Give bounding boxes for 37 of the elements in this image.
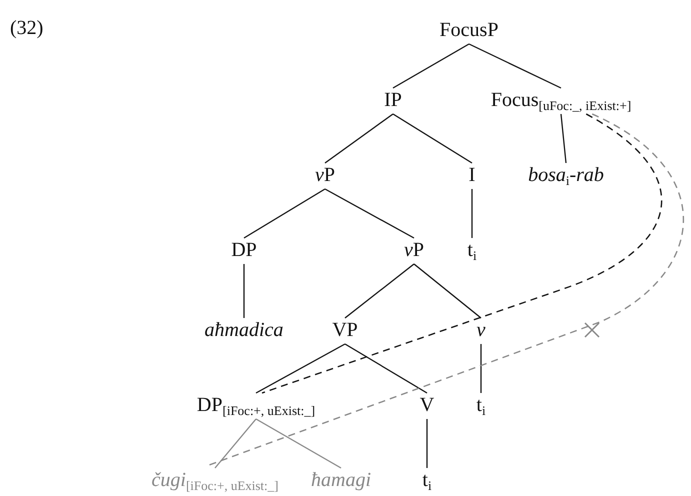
tree-node-label: vP <box>315 159 335 191</box>
tree-branch <box>243 264 245 318</box>
tree-node-label: vP <box>404 234 424 266</box>
tree-node-label: VP <box>332 314 358 346</box>
tree-node-label: v <box>476 314 486 346</box>
tree-branch <box>344 264 414 318</box>
tree-node-label: Focus$_{[uFoc:_, iExist:+]}$ <box>490 84 632 116</box>
tree-branch <box>244 188 326 239</box>
tree-node-label: IP <box>384 84 402 116</box>
tree-node-label: DP$_{[iFoc:+, uExist:_]}$ <box>196 389 316 421</box>
tree-branch <box>560 114 567 164</box>
tree-branch <box>471 189 473 238</box>
tree-branch <box>214 418 256 468</box>
tree-branch <box>392 43 470 89</box>
tree-branch <box>256 418 342 469</box>
tree-branch <box>324 114 394 164</box>
tree-node-label: ħamagi <box>311 464 371 496</box>
tree-node-label: I <box>468 159 476 191</box>
tree-node-label: FocusP <box>440 14 498 46</box>
tree-branch <box>256 343 346 394</box>
tree-branch <box>324 188 414 239</box>
example-number: (32) <box>10 16 44 40</box>
tree-branch <box>392 113 472 164</box>
tree-node-label: V <box>420 389 434 421</box>
tree-node-label: bosa$_{i}$-rab <box>528 159 604 191</box>
tree-branch <box>480 344 482 393</box>
tree-node-label: t$_{i}$ <box>467 234 477 266</box>
tree-node-label: t$_{i}$ <box>476 389 486 421</box>
tree-branch <box>344 343 428 394</box>
tree-node-label: DP <box>231 234 257 266</box>
tree-node-label: čugi$_{[iFoc:+, uExist:_]}$ <box>152 464 278 496</box>
movement-line <box>262 113 662 394</box>
tree-node-label: t$_{i}$ <box>422 464 432 496</box>
tree-node-label: aħmadica <box>204 314 284 346</box>
tree-branch <box>426 419 428 468</box>
tree-branch <box>414 264 482 318</box>
tree-branch <box>468 43 562 89</box>
